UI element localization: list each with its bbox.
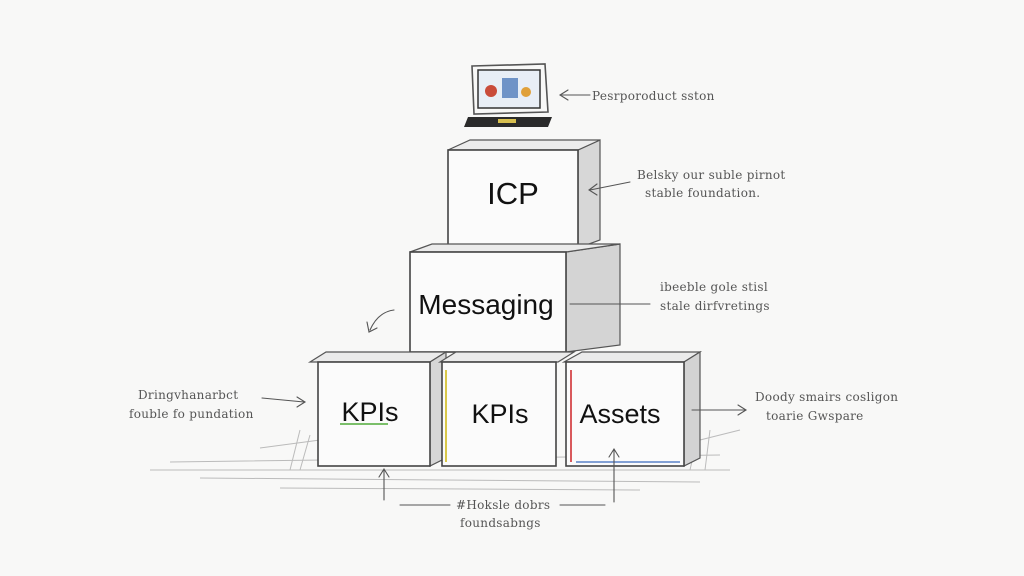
note-bottom-1: #Hoksle dobrs bbox=[456, 498, 550, 512]
note-bottom-2: foundsabngs bbox=[460, 516, 541, 530]
block-kpis-center-label: KPIs bbox=[471, 399, 528, 429]
note-icp-2: stable foundation. bbox=[645, 186, 760, 200]
arrow-bottom-right bbox=[608, 447, 620, 503]
block-assets: Assets bbox=[561, 350, 703, 467]
annotation-arrows bbox=[261, 89, 748, 506]
arrow-left bbox=[261, 396, 307, 408]
arrow-right bbox=[691, 404, 748, 416]
note-left-2: fouble fo pundation bbox=[129, 407, 254, 421]
block-messaging-label: Messaging bbox=[418, 289, 553, 320]
arrow-messaging-curve bbox=[366, 309, 395, 333]
arrow-device bbox=[558, 89, 591, 101]
block-messaging: Messaging bbox=[409, 243, 621, 353]
note-messaging-1: ibeeble gole stisl bbox=[660, 280, 768, 294]
block-icp: ICP bbox=[447, 139, 601, 249]
note-right-2: toarie Gwspare bbox=[766, 409, 864, 423]
block-kpis-center: KPIs bbox=[437, 351, 577, 467]
block-kpis-left: KPIs bbox=[307, 350, 449, 467]
block-assets-label: Assets bbox=[579, 399, 660, 429]
note-messaging-2: stale dirfvretings bbox=[660, 299, 770, 313]
arrow-icp bbox=[588, 181, 631, 196]
arrow-bottom-left bbox=[378, 467, 390, 501]
note-right-1: Doody smairs cosligon bbox=[755, 390, 898, 404]
note-left-1: Dringvhanarbct bbox=[138, 388, 238, 402]
note-icp-1: Belsky our suble pirnot bbox=[637, 168, 786, 182]
note-device: Pesrporoduct sston bbox=[592, 89, 715, 103]
block-kpis-left-label: KPIs bbox=[341, 397, 398, 427]
device-icon bbox=[464, 63, 552, 127]
block-icp-label: ICP bbox=[487, 176, 539, 211]
